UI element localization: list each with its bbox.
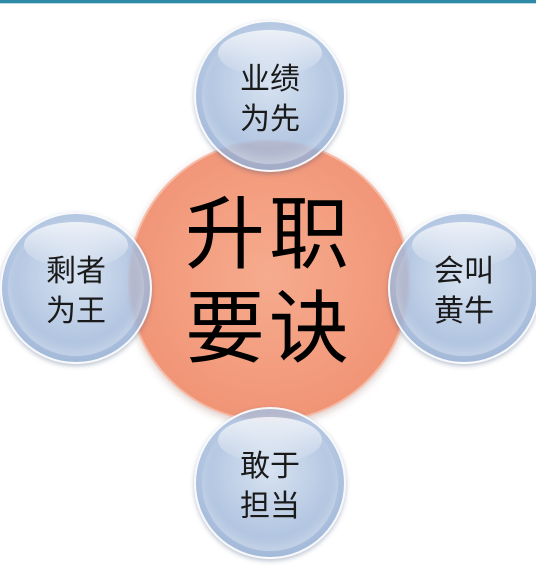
bubble-bottom-label: 敢于 担当	[196, 447, 344, 527]
bubble-right-line2: 黄牛	[434, 294, 494, 329]
bubble-bottom-line2: 担当	[240, 489, 300, 524]
bubble-right-line1: 会叫	[434, 254, 494, 289]
bubble-right: 会叫 黄牛	[388, 212, 536, 364]
bubble-top-label: 业绩 为先	[196, 60, 344, 140]
bubble-top-line2: 为先	[240, 102, 300, 137]
center-title-line1: 升职	[185, 188, 353, 281]
bubble-left-line1: 剩者	[46, 254, 106, 289]
bubble-right-label: 会叫 黄牛	[390, 252, 536, 332]
top-rule	[0, 0, 536, 3]
bubble-top: 业绩 为先	[194, 20, 346, 172]
bubble-bottom: 敢于 担当	[194, 407, 346, 559]
bubble-bottom-line1: 敢于	[240, 449, 300, 484]
bubble-top-line1: 业绩	[240, 62, 300, 97]
bubble-left: 剩者 为王	[0, 212, 152, 364]
center-circle: 升职 要诀	[128, 140, 410, 422]
center-title-line2: 要诀	[185, 282, 353, 375]
bubble-left-label: 剩者 为王	[2, 252, 150, 332]
center-title: 升职 要诀	[128, 188, 410, 376]
bubble-left-line2: 为王	[46, 294, 106, 329]
top-rule-highlight	[0, 3, 536, 4]
